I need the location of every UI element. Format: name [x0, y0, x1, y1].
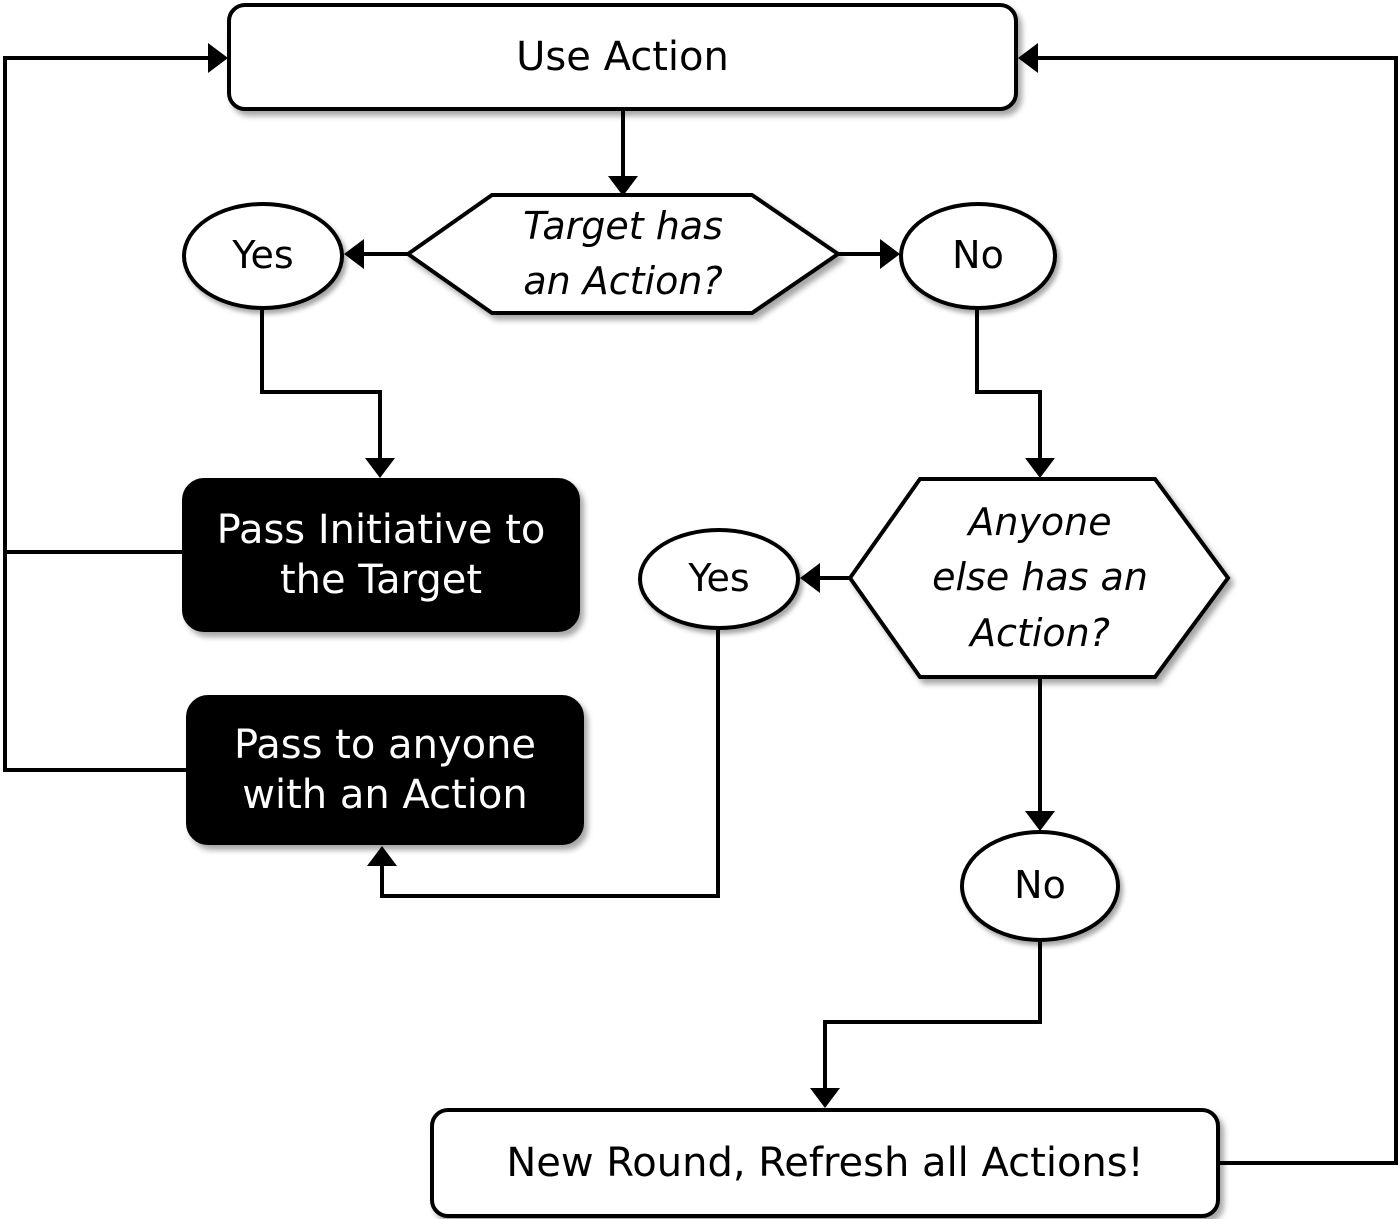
arrowhead [1018, 43, 1038, 73]
target-has-action-label: Target has an Action? [523, 203, 723, 303]
no-anyone-oval: No [960, 830, 1120, 942]
yes-anyone-label: Yes [688, 556, 750, 601]
pass-initiative-label: Pass Initiative to the Target [216, 507, 546, 603]
arrowhead [1025, 811, 1055, 831]
yes-target-label: Yes [232, 233, 294, 278]
yes-target-oval: Yes [182, 202, 344, 310]
no-anyone-label: No [1014, 863, 1066, 908]
arrowhead [208, 43, 228, 73]
pass-initiative-box: Pass Initiative to the Target [182, 478, 580, 632]
arrowhead [880, 239, 900, 269]
no-target-oval: No [899, 202, 1057, 310]
connector-pass-anyone-loop [3, 552, 186, 772]
arrowhead [800, 563, 820, 593]
anyone-else-label: Anyone else has an Action? [932, 500, 1148, 655]
arrowhead [608, 176, 638, 196]
arrowhead [344, 239, 364, 269]
connector-new-round-loop [1034, 56, 1398, 1165]
no-target-label: No [952, 233, 1004, 278]
arrowhead [810, 1088, 840, 1108]
new-round-box: New Round, Refresh all Actions! [430, 1108, 1220, 1218]
connector-yes-to-pass-anyone [380, 630, 720, 898]
connector-yes-to-pass-initiative [260, 310, 382, 462]
arrowhead [1025, 458, 1055, 478]
arrowhead [367, 846, 397, 866]
use-action-box: Use Action [227, 3, 1018, 111]
pass-anyone-label: Pass to anyone with an Action [233, 722, 537, 818]
arrowhead [365, 458, 395, 478]
use-action-label: Use Action [516, 34, 729, 80]
anyone-else-decision: Anyone else has an Action? [900, 479, 1180, 677]
yes-anyone-oval: Yes [638, 528, 800, 630]
pass-anyone-box: Pass to anyone with an Action [186, 695, 584, 845]
connector-pass-initiative-loop [3, 56, 212, 554]
target-has-action-decision: Target has an Action? [470, 195, 776, 313]
connector-no-to-anyone [975, 310, 1042, 462]
new-round-label: New Round, Refresh all Actions! [506, 1140, 1144, 1186]
connector-no-to-new-round [823, 942, 1042, 1092]
decision-hexagon-anyone [847, 477, 1231, 679]
